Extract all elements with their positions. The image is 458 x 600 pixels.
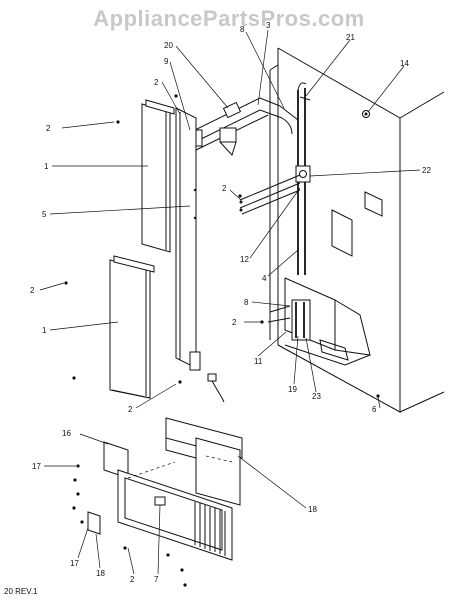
- callout-19: 19: [288, 385, 297, 394]
- callout-7: 7: [154, 575, 159, 584]
- middle-rails: [239, 174, 301, 215]
- callout-8-top: 8: [240, 25, 245, 34]
- cabinet-wall: [269, 47, 445, 413]
- revision-label: 20 REV.1: [4, 587, 38, 596]
- callout-4: 4: [262, 274, 267, 283]
- callout-1-upper: 1: [44, 162, 49, 171]
- callout-2-top-center: 2: [154, 78, 159, 87]
- callout-23: 23: [312, 392, 321, 401]
- callout-2-lower-center: 2: [232, 318, 237, 327]
- callout-6: 6: [372, 405, 377, 414]
- callout-9: 9: [164, 57, 169, 66]
- callout-2-below-panels: 2: [128, 405, 133, 414]
- callout-2-mid-left: 2: [30, 286, 35, 295]
- thermistor-wire: [207, 373, 225, 403]
- wall-labels: [331, 191, 383, 257]
- callout-21: 21: [346, 33, 355, 42]
- callout-16: 16: [62, 429, 71, 438]
- callout-2-center: 2: [222, 184, 227, 193]
- plug-part: [362, 110, 370, 118]
- callout-17-lower: 17: [70, 559, 79, 568]
- upper-duct-assembly: [189, 96, 311, 156]
- water-tube: [295, 82, 311, 275]
- callout-11: 11: [254, 357, 263, 366]
- callout-labels: 2 1 5 2 1 2 20 9 2 3 8 21 14 22 2 12 4 8…: [30, 21, 431, 584]
- grille-slots: [194, 502, 226, 556]
- center-panel: [175, 107, 201, 371]
- callout-22: 22: [422, 166, 431, 175]
- watermark: AppliancePartsPros.com: [93, 6, 365, 31]
- callout-3: 3: [266, 21, 271, 30]
- callout-12: 12: [240, 255, 249, 264]
- callout-5: 5: [42, 210, 47, 219]
- callout-17-upper: 17: [32, 462, 41, 471]
- upper-left-panel: [141, 99, 175, 253]
- callout-1-lower: 1: [42, 326, 47, 335]
- callout-2-bottom: 2: [130, 575, 135, 584]
- callout-18-right: 18: [308, 505, 317, 514]
- callout-14: 14: [400, 59, 409, 68]
- callout-8-lower: 8: [244, 298, 249, 307]
- lower-left-panel: [109, 255, 155, 399]
- callout-20: 20: [164, 41, 173, 50]
- leader-lines: [39, 29, 421, 575]
- callout-18-lower: 18: [96, 569, 105, 578]
- lower-dispenser-area: [267, 277, 371, 366]
- bottom-cover-frame: [165, 417, 243, 506]
- callout-2-upper-left: 2: [46, 124, 51, 133]
- toe-grille-assembly: [87, 441, 233, 561]
